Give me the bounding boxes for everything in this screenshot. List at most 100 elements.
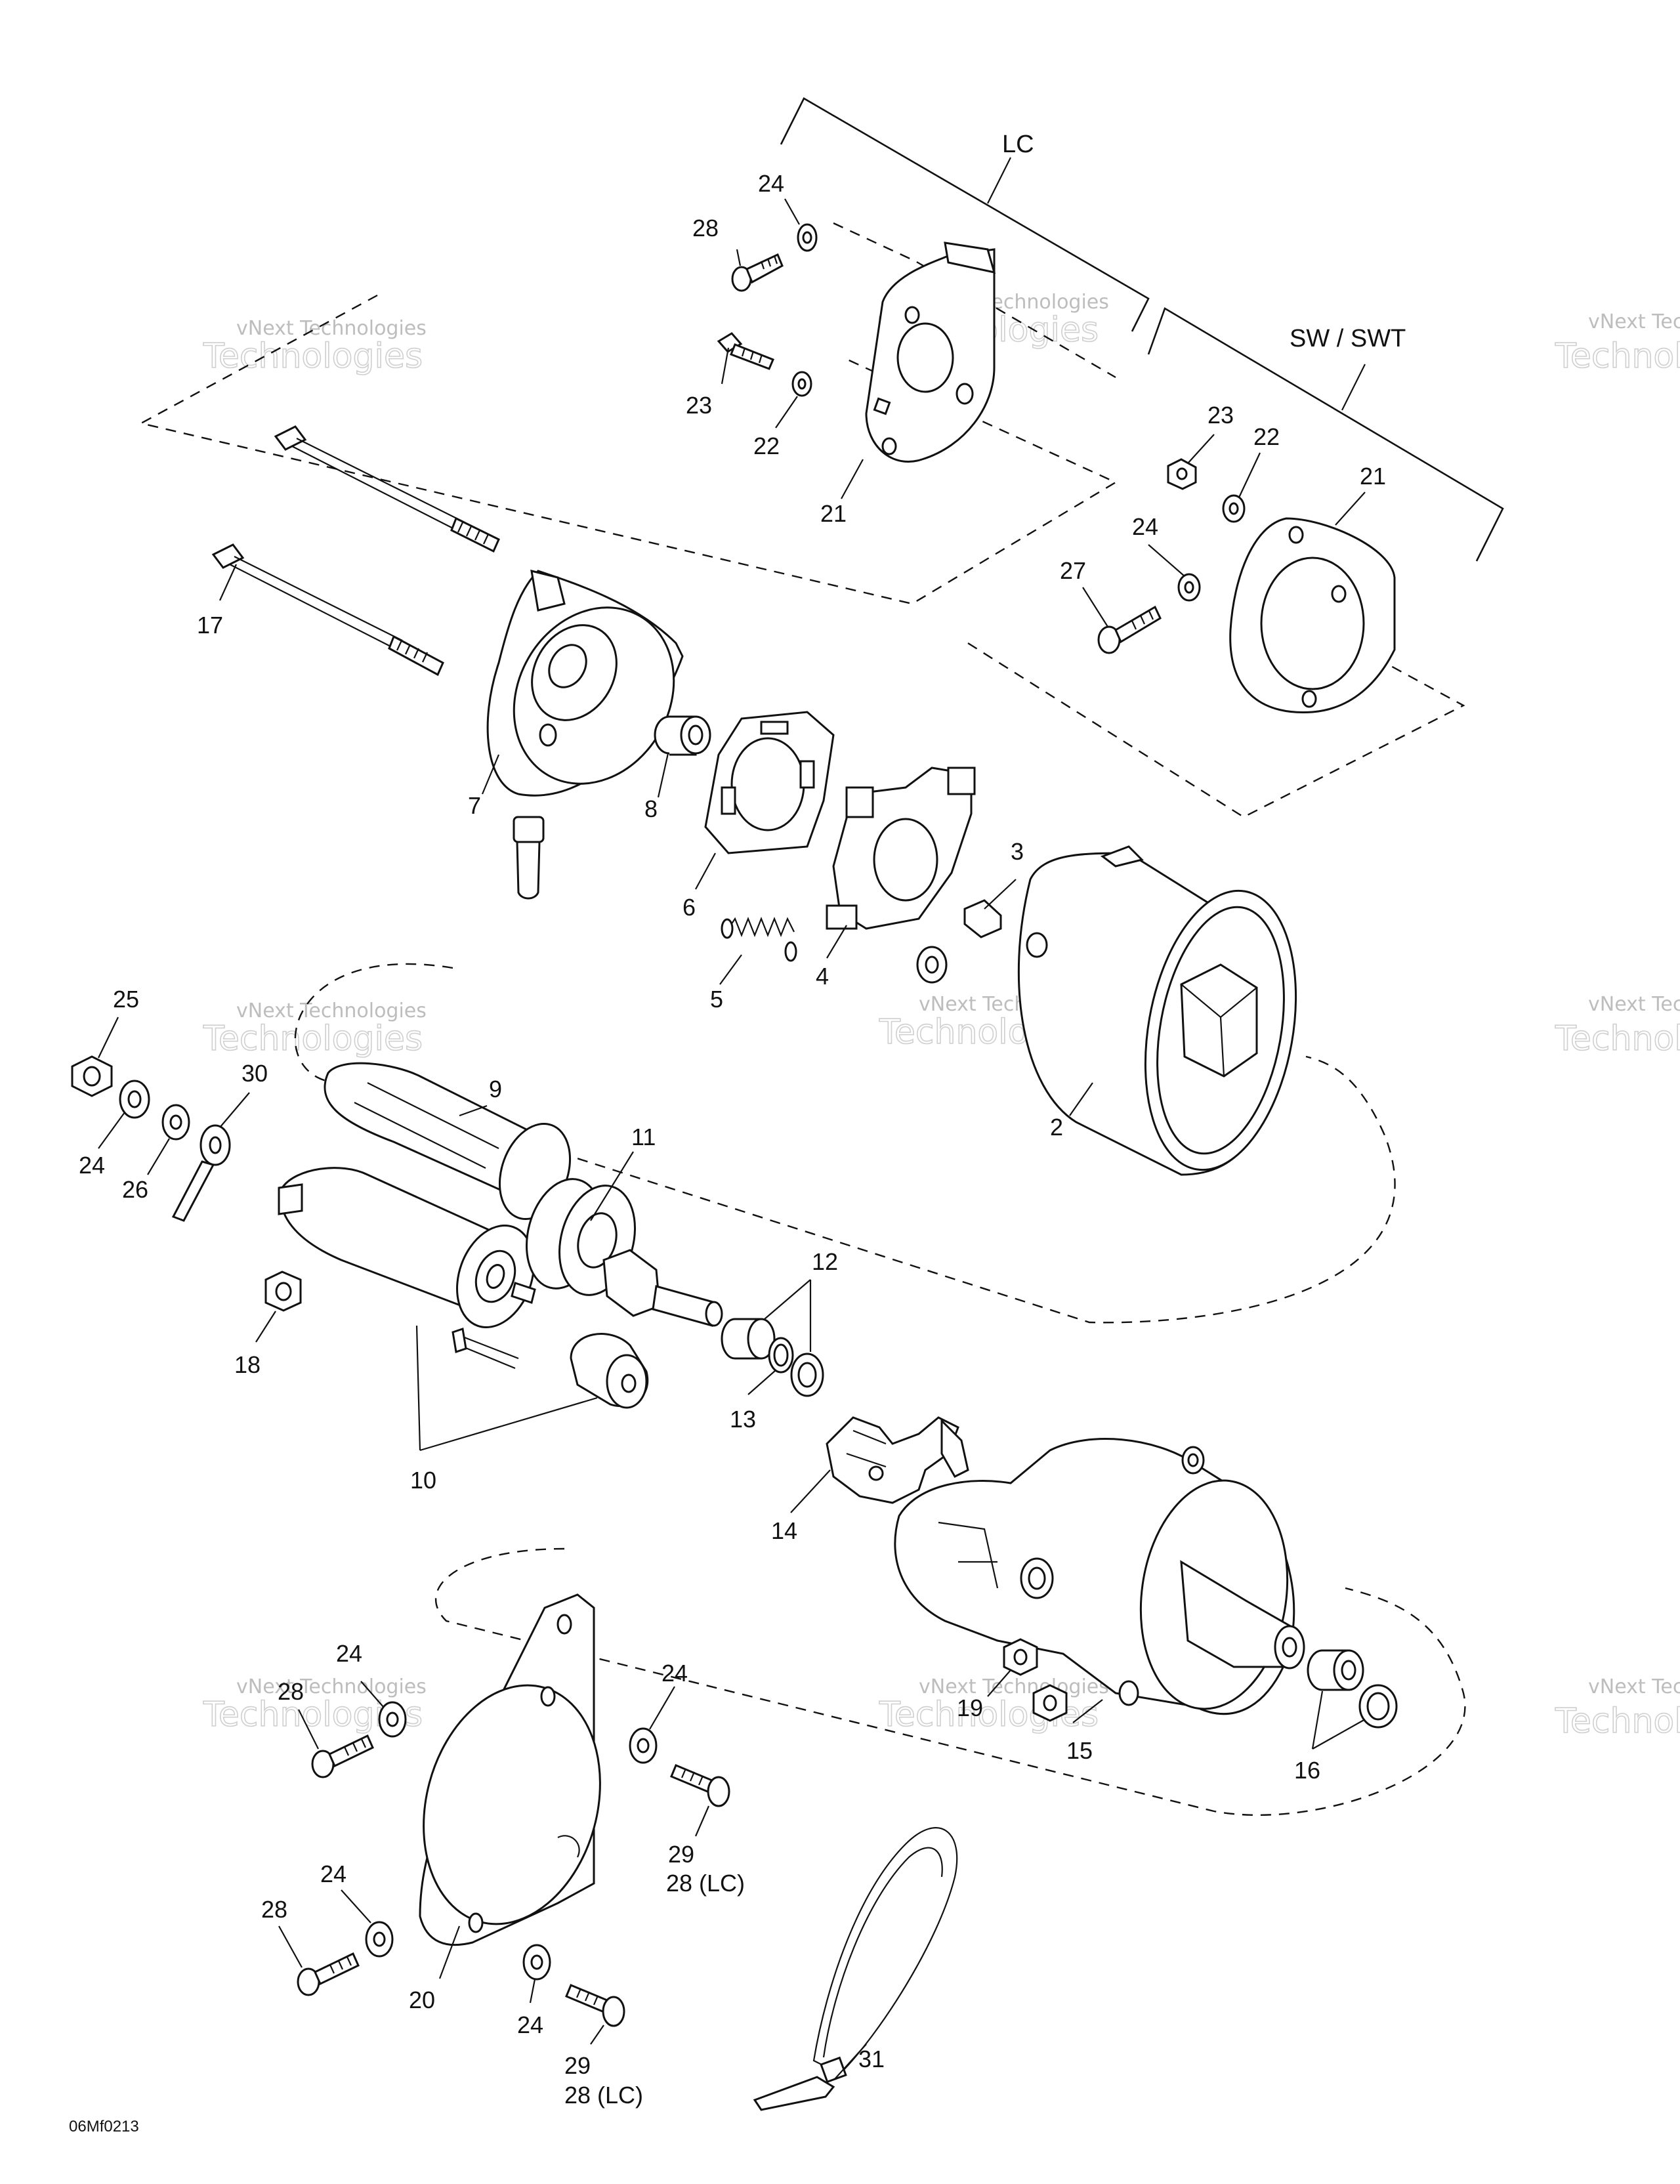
part-24-washer-lc bbox=[797, 223, 818, 252]
callout-label: 23 bbox=[686, 392, 712, 419]
callout-label: 12 bbox=[812, 1248, 838, 1275]
figure-id: 06Mf0213 bbox=[69, 2118, 139, 2135]
callout-label: 24 bbox=[79, 1152, 105, 1179]
part-28-screw-a bbox=[311, 1734, 374, 1778]
callout-label: 15 bbox=[1066, 1737, 1093, 1764]
watermark: vNext Technologies bbox=[1588, 1675, 1680, 1698]
part-28-screw-b bbox=[297, 1952, 360, 1996]
callout-label: 27 bbox=[1060, 557, 1086, 584]
watermark: Technologies bbox=[1555, 337, 1680, 376]
callout-label: 26 bbox=[122, 1176, 148, 1203]
part-15-drive-housing bbox=[894, 1438, 1305, 1715]
part-22-washer-sw bbox=[1222, 494, 1246, 523]
part-21-plate-lc bbox=[865, 242, 996, 463]
part-14-shift-lever bbox=[826, 1416, 969, 1504]
part-25-nut bbox=[71, 1055, 113, 1097]
callout-label: 28 bbox=[692, 215, 719, 242]
watermark: vNext Technologies bbox=[1588, 310, 1680, 333]
part-24-washer-sw bbox=[1177, 573, 1201, 602]
callout-label: 14 bbox=[771, 1517, 797, 1544]
watermark: Technologies bbox=[203, 1019, 423, 1059]
callout-label: 24 bbox=[517, 2011, 543, 2038]
callout-label: 22 bbox=[753, 432, 780, 459]
callout-label: 30 bbox=[242, 1060, 268, 1087]
callout-label: 16 bbox=[1294, 1757, 1320, 1784]
group-label-sw-swt: SW / SWT bbox=[1290, 325, 1406, 352]
callout-label: 5 bbox=[710, 986, 723, 1013]
callout-label: 24 bbox=[758, 170, 784, 197]
part-29-screw-b bbox=[565, 1984, 625, 2027]
callout-label: 11 bbox=[631, 1124, 656, 1150]
watermark: vNext Technologies bbox=[1588, 993, 1680, 1016]
callout-label: 24 bbox=[662, 1660, 688, 1687]
part-28-screw-lc bbox=[731, 253, 784, 292]
watermark: vNext Technologies bbox=[919, 1675, 1109, 1698]
watermark-group: Technologies vNext Technologies Technolo… bbox=[202, 291, 1680, 1742]
watermark: vNext Technologies bbox=[236, 999, 427, 1022]
callout-label: 24 bbox=[336, 1640, 362, 1667]
callout-label: 28 bbox=[261, 1896, 287, 1923]
watermark: Technologies bbox=[203, 337, 423, 376]
part-21-plate-sw bbox=[1229, 517, 1396, 714]
callout-label: 8 bbox=[644, 795, 658, 822]
part-13-snap-ring bbox=[768, 1337, 794, 1374]
callout-label: 29 bbox=[564, 2052, 591, 2079]
callout-label: 13 bbox=[730, 1406, 756, 1433]
callout-label: 10 bbox=[410, 1467, 436, 1494]
part-23-nut-sw bbox=[1167, 458, 1197, 490]
part-31-cable-tie bbox=[753, 1827, 958, 2111]
part-3-washer bbox=[916, 946, 948, 984]
part-18-nut bbox=[264, 1270, 302, 1312]
part-19-nut bbox=[1003, 1638, 1068, 1722]
part-26-washer bbox=[161, 1104, 190, 1141]
callout-label: 18 bbox=[234, 1351, 261, 1378]
callout-label: 21 bbox=[820, 500, 847, 527]
part-27-screw-sw bbox=[1097, 605, 1162, 654]
part-24-washer-a bbox=[378, 1701, 407, 1738]
part-17-through-bolt-upper bbox=[274, 425, 500, 553]
part-10-solenoid bbox=[278, 1167, 536, 1370]
callout-label: 21 bbox=[1360, 463, 1386, 490]
callout-label: 6 bbox=[682, 894, 696, 921]
callout-label: 28 (LC) bbox=[666, 1870, 745, 1897]
watermark: vNext Technologies bbox=[236, 1675, 427, 1698]
part-3-brush bbox=[963, 899, 1002, 938]
callout-label: 19 bbox=[957, 1694, 983, 1721]
group-label-lc: LC bbox=[1002, 131, 1034, 158]
callout-labels: 28 24 23 22 21 23 22 21 24 27 17 7 8 6 3… bbox=[79, 170, 1386, 2109]
part-24-washer-c bbox=[365, 1921, 394, 1958]
sw-bracket bbox=[1147, 307, 1504, 562]
part-29-screw-a bbox=[670, 1764, 730, 1807]
part-4-brush-holder bbox=[826, 766, 976, 930]
callout-label: 7 bbox=[468, 792, 481, 819]
part-23-bolt-lc bbox=[717, 332, 774, 370]
assembly-guide-line bbox=[434, 1547, 1466, 1816]
part-7-brush-holder-pin bbox=[513, 816, 545, 900]
group-labels: LC SW / SWT bbox=[1002, 131, 1406, 352]
part-8-bushing bbox=[654, 715, 711, 756]
watermark: Technologies bbox=[1555, 1702, 1680, 1741]
callout-label: 25 bbox=[113, 986, 139, 1013]
part-17-through-bolt-lower bbox=[211, 543, 444, 677]
part-20-mounting-bracket bbox=[419, 1593, 601, 1946]
callout-label: 20 bbox=[409, 1986, 435, 2013]
assembly-guide-line bbox=[138, 294, 1118, 605]
callout-label: 17 bbox=[197, 612, 223, 639]
callout-label: 9 bbox=[489, 1076, 502, 1102]
part-12-washer bbox=[790, 1353, 824, 1397]
part-30-terminal bbox=[171, 1124, 231, 1222]
assembly-guide-line bbox=[833, 222, 1116, 379]
callout-label: 23 bbox=[1208, 402, 1234, 429]
callout-label: 2 bbox=[1050, 1114, 1063, 1141]
part-2-yoke-housing bbox=[1017, 845, 1297, 1176]
lc-bracket-leader bbox=[987, 157, 1011, 204]
watermark: vNext Technologies bbox=[236, 317, 427, 340]
part-5-spring bbox=[721, 917, 797, 962]
part-16-seal bbox=[1358, 1684, 1398, 1729]
callout-label: 22 bbox=[1253, 423, 1280, 450]
lc-bracket bbox=[780, 97, 1150, 332]
callout-label: 4 bbox=[816, 963, 829, 990]
group-brackets bbox=[780, 97, 1504, 562]
part-24-washer-left bbox=[119, 1080, 150, 1119]
